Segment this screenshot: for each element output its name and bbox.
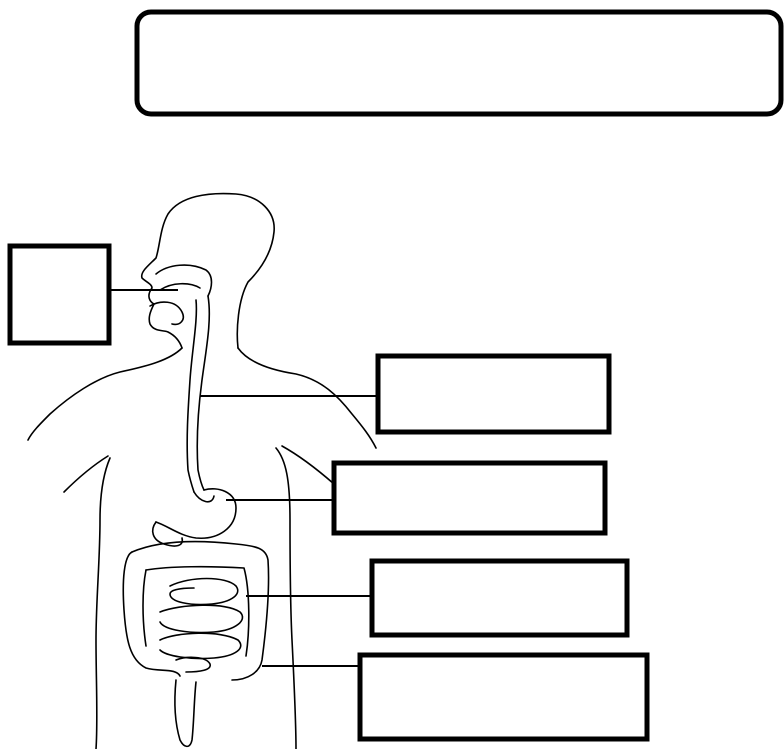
- title-box[interactable]: [137, 12, 781, 114]
- label-box-stomach[interactable]: [334, 463, 605, 533]
- digestive-tract: [123, 265, 268, 746]
- label-box-esophagus[interactable]: [378, 356, 609, 432]
- label-box-small-intestine[interactable]: [372, 561, 627, 635]
- label-box-mouth[interactable]: [10, 246, 109, 343]
- label-box-large-intestine[interactable]: [360, 655, 647, 739]
